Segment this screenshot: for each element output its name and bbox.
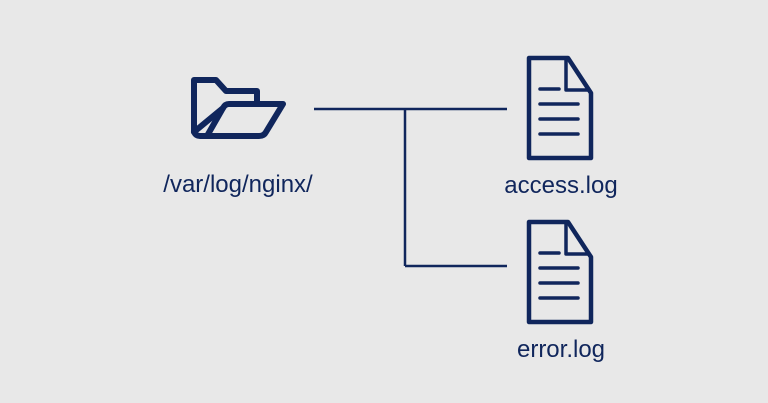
folder-label: /var/log/nginx/ — [163, 171, 313, 198]
file-text-icon — [526, 219, 594, 325]
file-text-icon — [526, 55, 594, 161]
file-label-access: access.log — [504, 172, 618, 199]
tree-connector-lines — [314, 107, 507, 268]
file-label-error: error.log — [516, 336, 606, 363]
folder-open-icon — [191, 77, 286, 139]
